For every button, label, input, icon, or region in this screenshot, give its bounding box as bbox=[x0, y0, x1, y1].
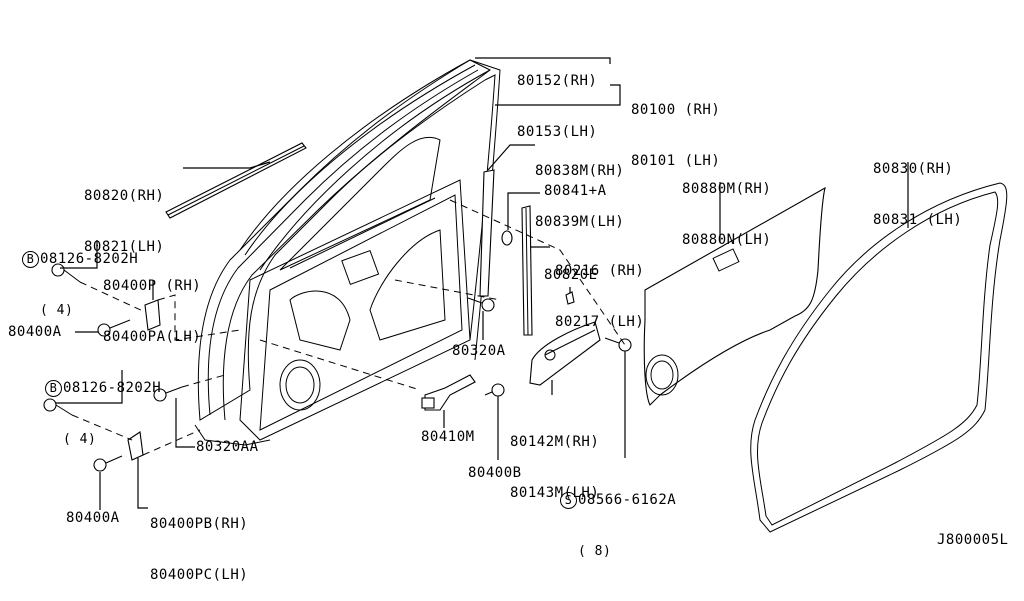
door-check[interactable] bbox=[421, 374, 476, 411]
sealing-screen[interactable] bbox=[643, 186, 826, 406]
check-bolt-head bbox=[491, 383, 505, 397]
label-sash-molding-rh: 80838M(RH) bbox=[535, 163, 625, 179]
weatherstrip[interactable] bbox=[750, 182, 1008, 533]
label-sash-molding-lh: 80839M(LH) bbox=[535, 214, 625, 230]
diagram-reference-code: J800005L bbox=[937, 532, 1009, 548]
pin-bolt-aa-head bbox=[153, 388, 167, 402]
bolt-symbol-icon: B bbox=[22, 251, 39, 268]
sash-molding[interactable] bbox=[479, 169, 495, 297]
label-bolt-lower-qty: ( 4) bbox=[63, 432, 97, 447]
screw-symbol-icon: S bbox=[560, 492, 577, 509]
label-door-check[interactable]: 80410M bbox=[421, 429, 475, 445]
grommet[interactable] bbox=[501, 230, 513, 246]
label-reinforcement-rh: 80142M(RH) bbox=[510, 434, 600, 450]
label-upper-hinge-rh: 80400P (RH) bbox=[103, 278, 202, 294]
label-sealing-screen[interactable]: 80880M(RH) 80880N(LH) bbox=[682, 147, 771, 266]
label-sealing-screen-lh: 80880N(LH) bbox=[682, 232, 772, 248]
hinge-bolt-upper-head bbox=[97, 323, 111, 337]
label-check-bolt[interactable]: 80400B bbox=[468, 465, 522, 481]
reinforcement-bracket[interactable] bbox=[529, 321, 601, 386]
label-outer-molding[interactable]: 80820(RH) 80821(LH) bbox=[84, 154, 164, 273]
label-lower-hinge-rh: 80400PB(RH) bbox=[150, 516, 249, 532]
label-bolt-upper-part: 08126-8202H bbox=[40, 251, 139, 267]
label-upper-hinge-lh: 80400PA(LH) bbox=[103, 329, 202, 345]
label-grommet[interactable]: 80841+A bbox=[544, 183, 607, 199]
hinge-bolt-lower-head bbox=[93, 458, 107, 472]
rear-sash[interactable] bbox=[521, 205, 533, 336]
label-lower-hinge-lh: 80400PC(LH) bbox=[150, 567, 249, 583]
label-sash-seal-lh: 80153(LH) bbox=[517, 124, 598, 140]
pin-bolt-a-head bbox=[481, 298, 495, 312]
label-lower-hinge[interactable]: 80400PB(RH) 80400PC(LH) bbox=[150, 482, 248, 601]
label-hinge-bolt-lower[interactable]: 80400A bbox=[66, 510, 120, 526]
label-sash-seal[interactable]: 80152(RH) 80153(LH) bbox=[517, 39, 597, 158]
label-rear-sash-rh: 80216 (RH) bbox=[555, 263, 645, 279]
label-bolt-lower-part: 08126-8202H bbox=[63, 380, 162, 396]
door-exploded-diagram bbox=[43, 57, 1008, 533]
label-pin-bolt[interactable]: 80320A bbox=[452, 343, 506, 359]
label-rear-sash-lh: 80217 (LH) bbox=[555, 314, 645, 330]
label-weatherstrip[interactable]: 80830(RH) 80831 (LH) bbox=[873, 127, 962, 246]
label-clip[interactable]: 80820E bbox=[544, 267, 598, 283]
label-hinge-bolt-upper[interactable]: 80400A bbox=[8, 324, 62, 340]
label-weatherstrip-lh: 80831 (LH) bbox=[873, 212, 963, 228]
label-door-shell-rh: 80100 (RH) bbox=[631, 102, 721, 118]
label-rear-sash[interactable]: 80216 (RH) 80217 (LH) bbox=[555, 229, 644, 348]
label-door-shell[interactable]: 80100 (RH) 80101 (LH) bbox=[631, 68, 720, 187]
bolt-upper-head bbox=[51, 263, 65, 277]
sash-seal[interactable] bbox=[239, 59, 491, 271]
label-screw-qty: ( 8) bbox=[578, 544, 612, 559]
label-sash-seal-rh: 80152(RH) bbox=[517, 73, 598, 89]
label-bolt-upper-qty: ( 4) bbox=[40, 303, 74, 318]
leader-lines bbox=[56, 57, 909, 510]
label-hinge-pin-bolt[interactable]: 80320AA bbox=[196, 439, 259, 455]
label-weatherstrip-rh: 80830(RH) bbox=[873, 161, 954, 177]
assembly-lines bbox=[71, 199, 626, 456]
bolt-symbol-icon: B bbox=[45, 380, 62, 397]
outer-molding[interactable] bbox=[165, 142, 307, 219]
label-outer-molding-lh: 80821(LH) bbox=[84, 239, 165, 255]
label-upper-hinge[interactable]: 80400P (RH) 80400PA(LH) bbox=[103, 244, 201, 363]
label-door-shell-lh: 80101 (LH) bbox=[631, 153, 721, 169]
label-outer-molding-rh: 80820(RH) bbox=[84, 188, 165, 204]
label-sash-molding[interactable]: 80838M(RH) 80839M(LH) bbox=[535, 129, 624, 248]
upper-hinge[interactable] bbox=[144, 299, 161, 331]
label-screw-part: 08566-6162A bbox=[578, 492, 677, 508]
label-sealing-screen-rh: 80880M(RH) bbox=[682, 181, 772, 197]
bolts bbox=[43, 263, 632, 472]
